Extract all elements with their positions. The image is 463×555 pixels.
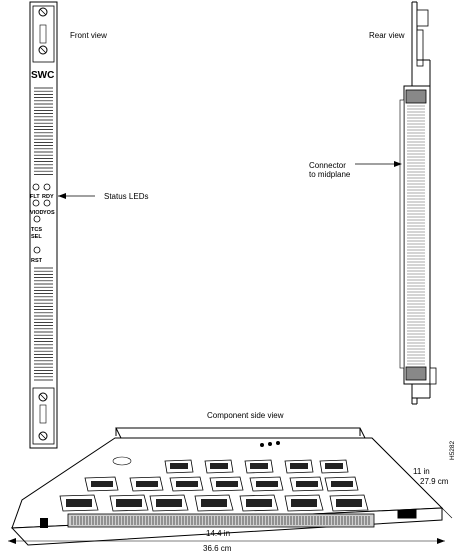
connector-label-2: to midplane bbox=[309, 170, 351, 179]
depth-dimension-line bbox=[371, 437, 453, 519]
led-rdy bbox=[43, 183, 51, 191]
led-label-yos: YOS bbox=[43, 210, 55, 216]
chip-body bbox=[201, 499, 227, 507]
board-edge-connector bbox=[67, 513, 375, 528]
edge-connector-pins bbox=[71, 516, 370, 525]
vent-slots-lower bbox=[34, 267, 53, 381]
component-view-caption: Component side view bbox=[207, 411, 284, 420]
figure-id: H5282 bbox=[449, 440, 456, 460]
chip-body bbox=[296, 481, 318, 487]
chip-body bbox=[216, 481, 238, 487]
board-top-bracket bbox=[115, 427, 366, 439]
chip-body bbox=[336, 499, 362, 507]
chip-body bbox=[290, 463, 308, 469]
led-label-rdy: RDY bbox=[42, 194, 54, 200]
led-label-flt: FLT bbox=[30, 194, 40, 200]
chip-body bbox=[246, 499, 272, 507]
led-viod bbox=[32, 199, 40, 207]
reset-button bbox=[33, 246, 41, 254]
status-leds-arrow-icon bbox=[58, 193, 66, 199]
chip-body bbox=[331, 481, 353, 487]
width-in: 14.4 in bbox=[206, 529, 230, 538]
sel-label-1: TCS bbox=[31, 227, 42, 233]
led-yos bbox=[43, 199, 51, 207]
connector-bottom-guide bbox=[405, 366, 427, 381]
chip-body bbox=[210, 463, 228, 469]
bottom-ejector bbox=[32, 387, 55, 445]
chip-body bbox=[66, 499, 92, 507]
chip-body bbox=[91, 481, 113, 487]
chip-body bbox=[176, 481, 198, 487]
sel-label-2: SEL bbox=[31, 234, 42, 240]
rear-panel bbox=[399, 1, 437, 405]
connector-top-guide bbox=[405, 89, 427, 104]
chip-body bbox=[136, 481, 158, 487]
led-flt bbox=[32, 183, 40, 191]
chip-body bbox=[250, 463, 268, 469]
led-tcs bbox=[33, 215, 41, 223]
rear-view-caption: Rear view bbox=[369, 31, 405, 40]
led-label-viod: VIOD bbox=[30, 210, 43, 216]
depth-cm: 27.9 cm bbox=[420, 477, 449, 486]
connector-pins bbox=[407, 105, 425, 365]
chip-body bbox=[170, 463, 188, 469]
card-label: SWC bbox=[31, 70, 54, 81]
front-view-caption: Front view bbox=[70, 31, 107, 40]
front-panel bbox=[29, 1, 58, 449]
width-cm: 36.6 cm bbox=[203, 544, 232, 553]
top-ejector bbox=[32, 5, 55, 63]
width-left-arrow-icon bbox=[8, 538, 16, 544]
chip-body bbox=[256, 481, 278, 487]
chip-body bbox=[325, 463, 343, 469]
width-right-arrow-icon bbox=[437, 538, 445, 544]
connector-label-1: Connector bbox=[309, 161, 346, 170]
vent-slots-upper bbox=[34, 87, 53, 175]
chip-body bbox=[291, 499, 317, 507]
status-leds-label: Status LEDs bbox=[104, 192, 148, 201]
chip-body bbox=[116, 499, 142, 507]
board-chips bbox=[59, 459, 369, 512]
depth-in: 11 in bbox=[413, 467, 430, 476]
component-board bbox=[10, 427, 444, 546]
connector-arrow-icon bbox=[394, 161, 402, 167]
chip-body bbox=[156, 499, 182, 507]
reset-label: RST bbox=[31, 258, 43, 264]
